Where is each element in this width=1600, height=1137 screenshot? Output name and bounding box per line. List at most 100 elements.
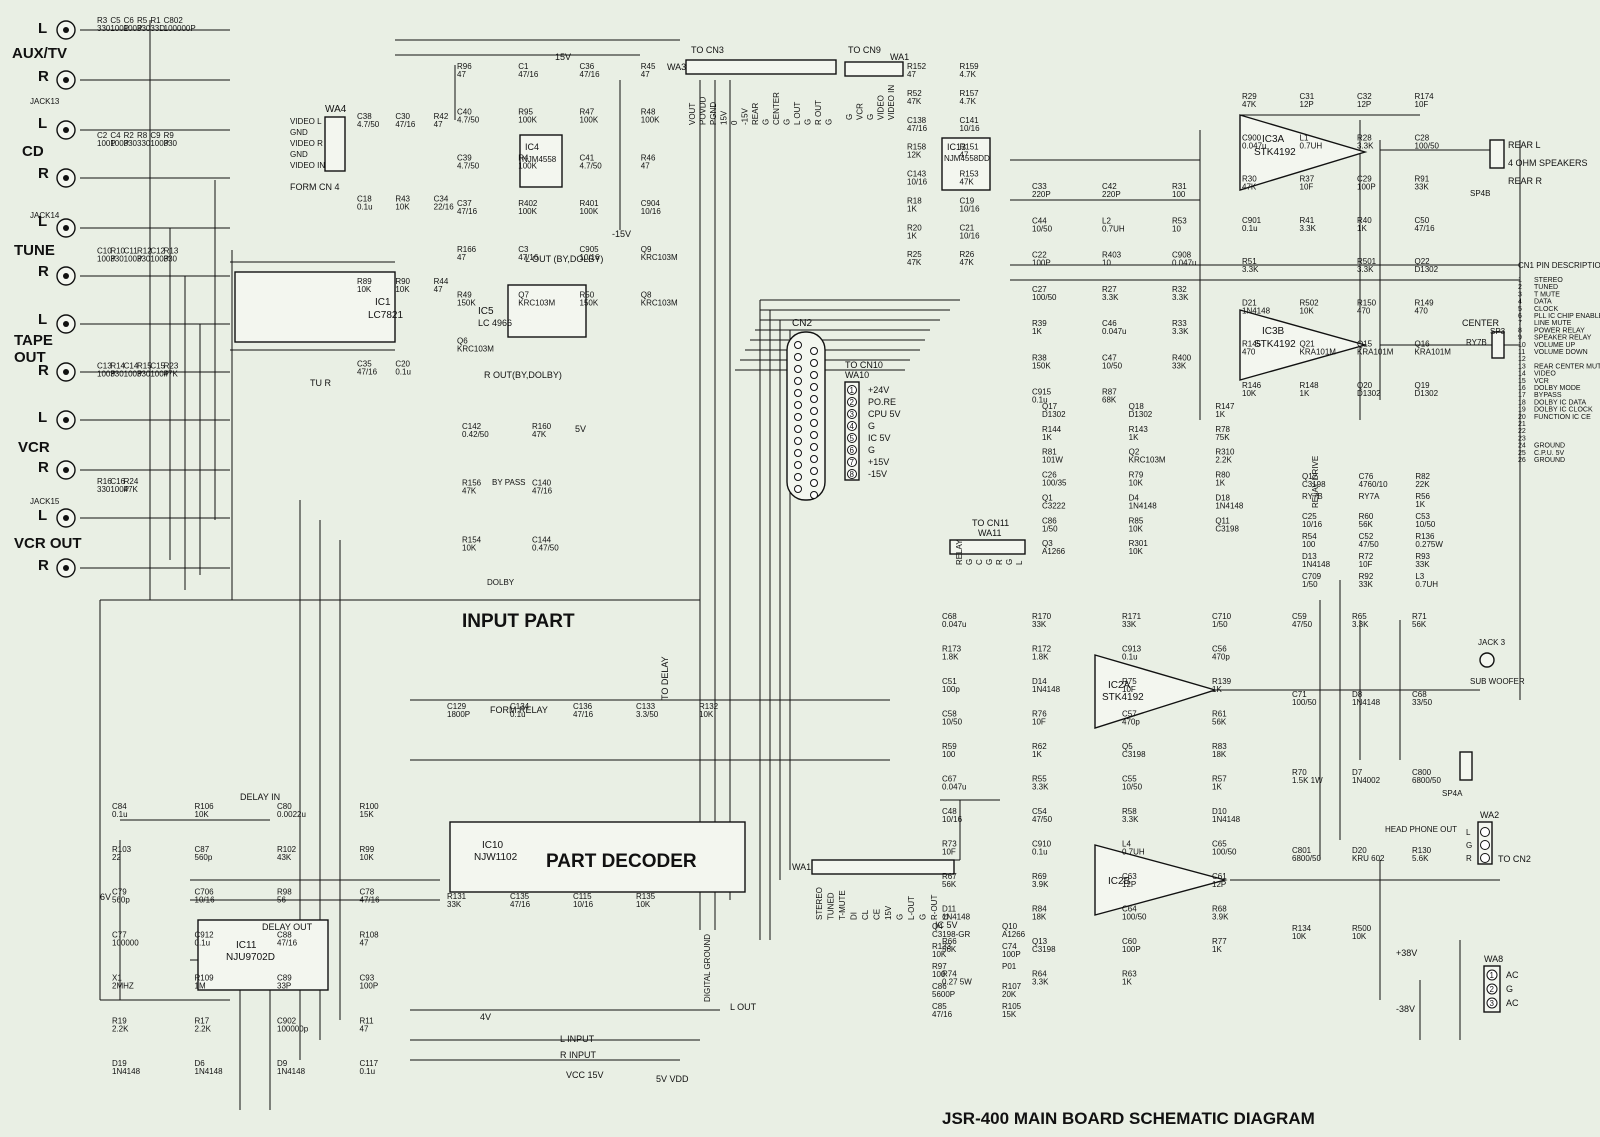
component-ref: R153 <box>960 170 980 179</box>
component-ref: R25 <box>907 250 922 259</box>
ic13-ref: IC13 <box>947 142 966 152</box>
component-ref: R136 <box>1415 532 1435 541</box>
component-value: 100000 <box>112 939 139 948</box>
schematic-title: JSR-400 MAIN BOARD SCHEMATIC DIAGRAM <box>942 1109 1315 1128</box>
wa10-pin-label: +15V <box>868 457 889 467</box>
relay-drive-label: RELAY DRIVE <box>1311 456 1320 508</box>
component-value: 100P <box>110 139 129 148</box>
component-ref: C64 <box>1122 905 1137 914</box>
wa12-pin: STEREO <box>815 887 824 920</box>
component-value: 560p <box>112 896 130 905</box>
component-value: 100K <box>518 207 537 216</box>
component-value: 10K <box>1129 524 1144 533</box>
component-value: 10K <box>1292 932 1307 941</box>
component-ref: C42 <box>1102 182 1117 191</box>
ic1-chip: IC1 LC7821 <box>234 271 403 343</box>
component-value: 3.3K <box>1357 265 1374 274</box>
component-ref: R51 <box>1242 257 1257 266</box>
component-ref: R103 <box>112 845 132 854</box>
component-ref: R97 <box>932 962 947 971</box>
component-value: 56K <box>1212 718 1227 727</box>
component-ref: C29 <box>1357 175 1372 184</box>
cn2-connector: CN2 <box>786 318 826 501</box>
component-value: 1K <box>1212 685 1222 694</box>
component-ref: C13 <box>97 362 112 371</box>
component-value: 100P <box>110 24 129 33</box>
cn2-pin-icon <box>794 461 802 469</box>
component-ref: C59 <box>1292 612 1307 621</box>
cn1-pin-number: 6 <box>1518 313 1522 320</box>
component-value: 47/50 <box>1032 815 1053 824</box>
wa2-pins: LGR <box>1466 827 1490 863</box>
vcr-r-letter: R <box>38 459 49 476</box>
component-value: 3.3/50 <box>636 710 659 719</box>
component-ref: D20 <box>1352 846 1367 855</box>
component-value: 100/50 <box>1292 698 1317 707</box>
wa2-pin-icon <box>1480 840 1490 850</box>
to-cn9-label: TO CN9 <box>848 45 881 55</box>
component-ref: D11 <box>942 905 957 914</box>
component-value: 100p <box>942 685 960 694</box>
component-value: 220P <box>1032 190 1051 199</box>
component-value: 3.3K <box>1032 783 1049 792</box>
component-ref: C141 <box>960 116 980 125</box>
component-ref: R75 <box>1122 677 1137 686</box>
cn1-pin-desc: POWER RELAY <box>1534 327 1585 334</box>
component-ref: R143 <box>1129 425 1149 434</box>
cn2-pin-icon <box>794 425 802 433</box>
wa1-pin: VIDEO <box>877 95 886 120</box>
component-value: 10/16 <box>573 900 594 909</box>
component-ref: R55 <box>1032 775 1047 784</box>
component-ref: C138 <box>907 116 927 125</box>
speaker-terminals: REAR L REAR R 4 OHM SPEAKERS SP4B CENTER… <box>1385 139 1588 834</box>
component-value: 1M <box>195 981 206 990</box>
component-ref: R56 <box>1415 492 1430 501</box>
component-value: 47K <box>960 258 975 267</box>
component-ref: C46 <box>1102 319 1117 328</box>
component-ref: Q15 <box>1357 340 1373 349</box>
ic3a-part: STK4192 <box>1254 147 1296 158</box>
component-ref: R73 <box>942 840 957 849</box>
wa12-pin: G <box>919 914 928 920</box>
component-value: 1N4148 <box>942 913 971 922</box>
component-value: A1266 <box>1042 547 1066 556</box>
wa10-pin-icon <box>847 385 857 395</box>
l-out-dolby-label: L OUT (BY,DOLBY) <box>525 254 603 264</box>
component-value: 0.047u <box>942 783 966 792</box>
component-ref: R15 <box>137 362 152 371</box>
component-ref: C30 <box>395 112 410 121</box>
component-ref: C51 <box>942 677 957 686</box>
component-value: 10F <box>942 848 956 857</box>
component-value: 100P <box>360 981 379 990</box>
component-ref: R2 <box>124 131 135 140</box>
component-ref: R174 <box>1415 92 1435 101</box>
wa3-pin: 15V <box>720 110 729 125</box>
component-value: 100K <box>518 116 537 125</box>
component-ref: D6 <box>195 1059 206 1068</box>
ic11-ref: IC11 <box>236 940 257 951</box>
r-out-dolby-label: R OUT(BY,DOLBY) <box>484 370 562 380</box>
component-ref: D9 <box>277 1059 288 1068</box>
ic3b-part: STK4192 <box>1254 339 1296 350</box>
cn1-pin-number: 5 <box>1518 306 1522 313</box>
component-ref: Q16 <box>1415 340 1431 349</box>
component-value: 1K <box>1357 224 1367 233</box>
rca-jack-center-icon <box>63 77 69 83</box>
component-ref: C38 <box>357 112 372 121</box>
component-ref: R27 <box>1102 285 1117 294</box>
component-ref: RY7B <box>1302 492 1323 501</box>
wa2-pin-label: G <box>1466 841 1472 850</box>
cn1-pin-desc: T MUTE <box>1534 291 1560 298</box>
supply-rails: 15V -15V 5V 6V +38V -38V VCC 15V 5V VDD … <box>100 52 1417 1084</box>
digital-ground-label: DIGITAL GROUND <box>703 934 712 1002</box>
component-ref: C61 <box>1212 872 1227 881</box>
component-value: C3198 <box>1215 524 1239 533</box>
component-value: 100P <box>97 370 116 379</box>
component-value: 0.275W <box>1415 540 1443 549</box>
component-ref: R13 <box>164 246 179 255</box>
ic5-chip: IC5 LC 4966 <box>478 284 587 338</box>
component-value: 47K <box>532 430 547 439</box>
component-value: 10/50 <box>942 718 963 727</box>
component-value: 10F <box>1359 560 1373 569</box>
